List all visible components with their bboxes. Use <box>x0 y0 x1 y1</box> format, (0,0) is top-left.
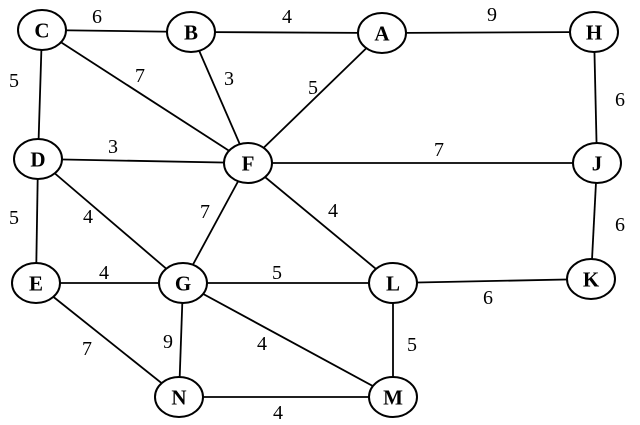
edge-weight-H-J: 6 <box>615 89 625 111</box>
node-E <box>11 262 61 304</box>
edge-C-D <box>37 29 43 160</box>
edge-weight-F-L: 4 <box>328 200 338 222</box>
node-label-L: L <box>386 271 400 295</box>
node-D <box>13 138 63 180</box>
node-label-N: N <box>171 385 186 409</box>
edge-weight-C-B: 6 <box>92 6 102 28</box>
node-K <box>566 258 616 300</box>
edge-G-M <box>182 282 394 398</box>
edge-weight-E-N: 7 <box>82 338 92 360</box>
node-label-H: H <box>586 20 602 44</box>
edge-F-L <box>247 162 394 284</box>
node-label-C: C <box>34 18 49 42</box>
node-label-J: J <box>592 151 603 175</box>
edge-A-F <box>247 32 383 164</box>
node-label-F: F <box>242 151 255 175</box>
edge-B-F <box>190 31 249 164</box>
edge-weight-G-M: 4 <box>257 333 267 355</box>
edge-weight-D-G: 4 <box>83 206 93 228</box>
node-G <box>158 262 208 304</box>
node-label-G: G <box>175 271 191 295</box>
edge-B-A <box>190 31 383 34</box>
node-F <box>223 142 273 184</box>
edge-L-K <box>392 278 592 284</box>
edge-weight-G-L: 5 <box>272 262 282 284</box>
edge-weight-B-A: 4 <box>282 6 292 28</box>
node-label-D: D <box>30 147 45 171</box>
edge-weight-D-F: 3 <box>108 136 118 158</box>
edge-weight-N-M: 4 <box>273 402 283 424</box>
node-N <box>154 376 204 418</box>
node-C <box>17 9 67 51</box>
edge-weight-G-N: 9 <box>163 331 173 353</box>
edge-D-G <box>37 158 184 284</box>
edge-D-F <box>37 158 249 164</box>
edge-weight-B-F: 3 <box>224 68 234 90</box>
edge-weight-A-F: 5 <box>308 77 318 99</box>
node-label-E: E <box>29 271 43 295</box>
edge-weight-C-D: 5 <box>9 70 19 92</box>
node-J <box>572 142 622 184</box>
edge-weight-L-M: 5 <box>407 334 417 356</box>
edge-weight-F-J: 7 <box>434 139 444 161</box>
node-label-M: M <box>383 385 403 409</box>
edge-weight-A-H: 9 <box>487 4 497 26</box>
node-A <box>357 12 407 54</box>
edge-C-F <box>41 29 249 164</box>
node-label-K: K <box>583 267 600 291</box>
edge-E-N <box>35 282 180 398</box>
edge-F-G <box>182 162 249 284</box>
node-label-B: B <box>184 20 198 44</box>
edge-weight-F-G: 7 <box>200 201 210 223</box>
node-B <box>166 11 216 53</box>
edge-A-H <box>381 31 595 34</box>
edge-weight-L-K: 6 <box>483 287 493 309</box>
edge-H-J <box>593 31 598 164</box>
edge-weight-D-E: 5 <box>9 207 19 229</box>
node-M <box>368 376 418 418</box>
edge-weight-C-F: 7 <box>135 65 145 87</box>
node-L <box>368 262 418 304</box>
node-label-A: A <box>374 21 390 45</box>
node-H <box>569 11 619 53</box>
edge-weight-J-K: 6 <box>615 214 625 236</box>
edge-weight-E-G: 4 <box>99 262 109 284</box>
